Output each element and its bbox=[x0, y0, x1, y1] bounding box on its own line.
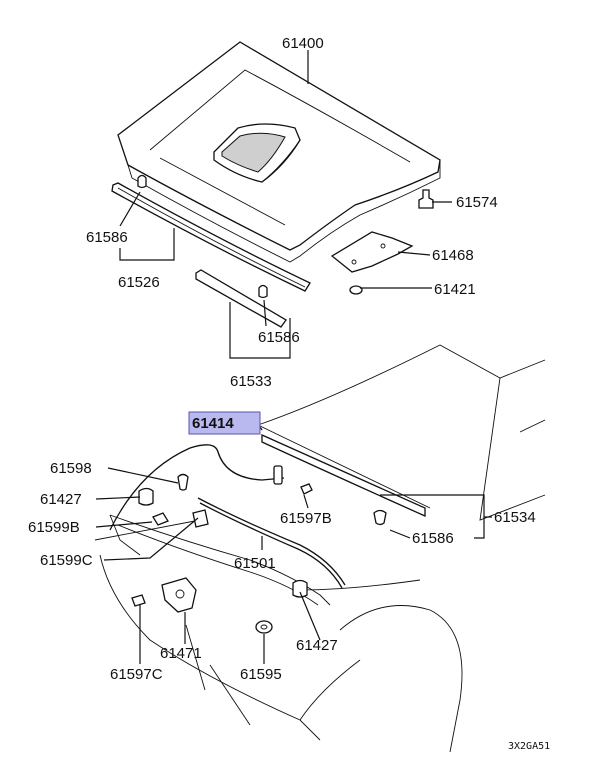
hood-panel bbox=[117, 41, 441, 263]
label-61598: 61598 bbox=[50, 460, 92, 477]
bumper-61427-a bbox=[138, 487, 154, 506]
clip-61586-c bbox=[373, 509, 387, 526]
clip-61586-b bbox=[258, 284, 268, 299]
cowl-strip-61534 bbox=[261, 433, 426, 518]
label-61427-a: 61427 bbox=[40, 491, 82, 508]
highlight-61414 bbox=[188, 411, 261, 435]
label-61599C: 61599C bbox=[40, 552, 93, 569]
bolt-61574 bbox=[418, 189, 434, 209]
label-61574: 61574 bbox=[456, 194, 498, 211]
label-61526: 61526 bbox=[118, 274, 160, 291]
clip-61599B bbox=[152, 512, 169, 526]
bumper-61427-b bbox=[292, 579, 308, 598]
label-61534: 61534 bbox=[494, 509, 536, 526]
bolt-61597C bbox=[131, 594, 146, 607]
grommet-61595 bbox=[255, 620, 273, 634]
label-61468: 61468 bbox=[432, 247, 474, 264]
label-61421: 61421 bbox=[434, 281, 476, 298]
label-61471: 61471 bbox=[160, 645, 202, 662]
catalog-code: 3X2GA51 bbox=[508, 741, 550, 752]
label-61599B: 61599B bbox=[28, 519, 80, 536]
weatherstrip-61533 bbox=[195, 269, 287, 328]
support-rod-61501 bbox=[197, 497, 346, 589]
release-cable-61414 bbox=[109, 444, 285, 531]
label-61533: 61533 bbox=[230, 373, 272, 390]
leader-lines bbox=[95, 50, 492, 664]
clip-61598 bbox=[177, 473, 189, 491]
label-61586-a: 61586 bbox=[86, 229, 128, 246]
bolt-61597B bbox=[300, 483, 313, 495]
label-61586-c: 61586 bbox=[412, 530, 454, 547]
latch-61471 bbox=[161, 577, 197, 613]
clip-61586-a bbox=[137, 174, 147, 189]
vehicle-body-outline bbox=[94, 344, 546, 753]
callout-labels: 61400 61574 61586 61468 61526 61421 6158… bbox=[28, 35, 536, 683]
bracket-61468 bbox=[330, 231, 414, 273]
label-61427-b: 61427 bbox=[296, 637, 338, 654]
weatherstrip-61526 bbox=[111, 182, 311, 292]
label-61400: 61400 bbox=[282, 35, 324, 52]
label-61414: 61414 bbox=[192, 415, 234, 432]
clip-61421 bbox=[349, 285, 363, 295]
clip-61599C bbox=[192, 509, 209, 528]
label-61586-b: 61586 bbox=[258, 329, 300, 346]
label-61501: 61501 bbox=[234, 555, 276, 572]
label-61597C: 61597C bbox=[110, 666, 163, 683]
label-61595: 61595 bbox=[240, 666, 282, 683]
label-61597B: 61597B bbox=[280, 510, 332, 527]
